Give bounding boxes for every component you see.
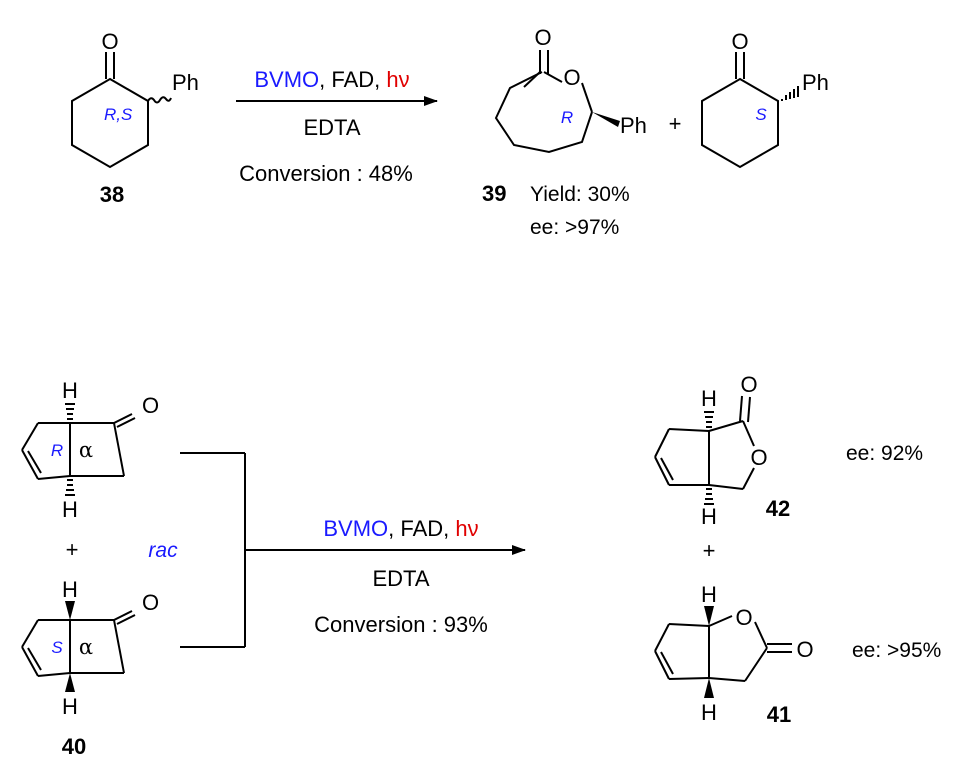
product-ketone-structure bbox=[701, 52, 779, 169]
atom-O: O bbox=[142, 590, 159, 615]
compound-number-40: 40 bbox=[62, 734, 86, 759]
substrate-40-S-structure bbox=[21, 610, 136, 677]
plus-sign-2: + bbox=[703, 538, 716, 563]
alpha-label: α bbox=[79, 438, 93, 462]
atom-O: O bbox=[735, 605, 752, 630]
atom-O: O bbox=[101, 29, 118, 54]
plus-sign-substrates: + bbox=[66, 537, 79, 562]
alpha-label: α bbox=[79, 635, 93, 659]
product-39-structure bbox=[494, 50, 593, 154]
compound-number-39: 39 bbox=[482, 181, 506, 206]
atom-O: O bbox=[142, 393, 159, 418]
atom-H: H bbox=[62, 577, 78, 602]
wedge-bond bbox=[704, 678, 714, 698]
stereo-label-R: R bbox=[51, 441, 63, 460]
cofactor-label: , FAD, bbox=[388, 516, 455, 541]
conditions-line-1: BVMO, FAD, hν bbox=[254, 67, 409, 92]
wedge-bond bbox=[704, 606, 714, 626]
substrate-38-structure bbox=[71, 52, 172, 169]
light-label: hν bbox=[386, 67, 409, 92]
ee-39: ee: >97% bbox=[530, 216, 619, 239]
atom-O: O bbox=[731, 29, 748, 54]
atom-H: H bbox=[701, 386, 717, 411]
atom-Ph: Ph bbox=[172, 70, 199, 95]
stereo-label-38: R,S bbox=[104, 105, 133, 124]
atom-Ph: Ph bbox=[620, 113, 647, 138]
hashed-bond bbox=[65, 403, 75, 496]
wedge-bond bbox=[65, 673, 75, 692]
compound-number-42: 42 bbox=[766, 496, 790, 521]
ee-42: ee: 92% bbox=[846, 442, 923, 465]
conversion-label-1: Conversion : 48% bbox=[239, 161, 413, 186]
product-41-structure bbox=[654, 615, 792, 682]
product-42-structure bbox=[654, 395, 755, 490]
racemic-label: rac bbox=[148, 539, 178, 562]
atom-O: O bbox=[534, 25, 551, 50]
substrate-bracket bbox=[180, 452, 246, 648]
atom-H: H bbox=[62, 378, 78, 403]
enzyme-label: BVMO bbox=[254, 67, 319, 92]
compound-number-38: 38 bbox=[100, 182, 124, 207]
yield-39: Yield: 30% bbox=[530, 183, 630, 206]
compound-number-41: 41 bbox=[767, 702, 791, 727]
stereo-label-ketone: S bbox=[755, 105, 767, 124]
light-label: hν bbox=[455, 516, 478, 541]
wedge-bond bbox=[592, 112, 620, 127]
hashed-bond bbox=[704, 411, 714, 505]
atom-O: O bbox=[740, 372, 757, 397]
atom-H: H bbox=[701, 582, 717, 607]
stereo-label-S: S bbox=[51, 638, 63, 657]
substrate-40-R-structure bbox=[21, 413, 136, 480]
conversion-label-2: Conversion : 93% bbox=[314, 612, 488, 637]
plus-sign-1: + bbox=[669, 111, 682, 136]
wedge-bond bbox=[65, 601, 75, 620]
atom-H: H bbox=[701, 504, 717, 529]
atom-Ph: Ph bbox=[802, 70, 829, 95]
donor-label: EDTA bbox=[372, 566, 429, 591]
atom-O: O bbox=[796, 637, 813, 662]
atom-H: H bbox=[701, 700, 717, 725]
atom-H: H bbox=[62, 497, 78, 522]
atom-H: H bbox=[62, 694, 78, 719]
enzyme-label: BVMO bbox=[323, 516, 388, 541]
hashed-bond bbox=[781, 86, 799, 101]
conditions-line-2: BVMO, FAD, hν bbox=[323, 516, 478, 541]
donor-label: EDTA bbox=[303, 115, 360, 140]
stereo-label-39: R bbox=[561, 108, 573, 127]
atom-O: O bbox=[563, 65, 580, 90]
cofactor-label: , FAD, bbox=[319, 67, 386, 92]
ee-41: ee: >95% bbox=[852, 639, 941, 662]
atom-O: O bbox=[750, 445, 767, 470]
